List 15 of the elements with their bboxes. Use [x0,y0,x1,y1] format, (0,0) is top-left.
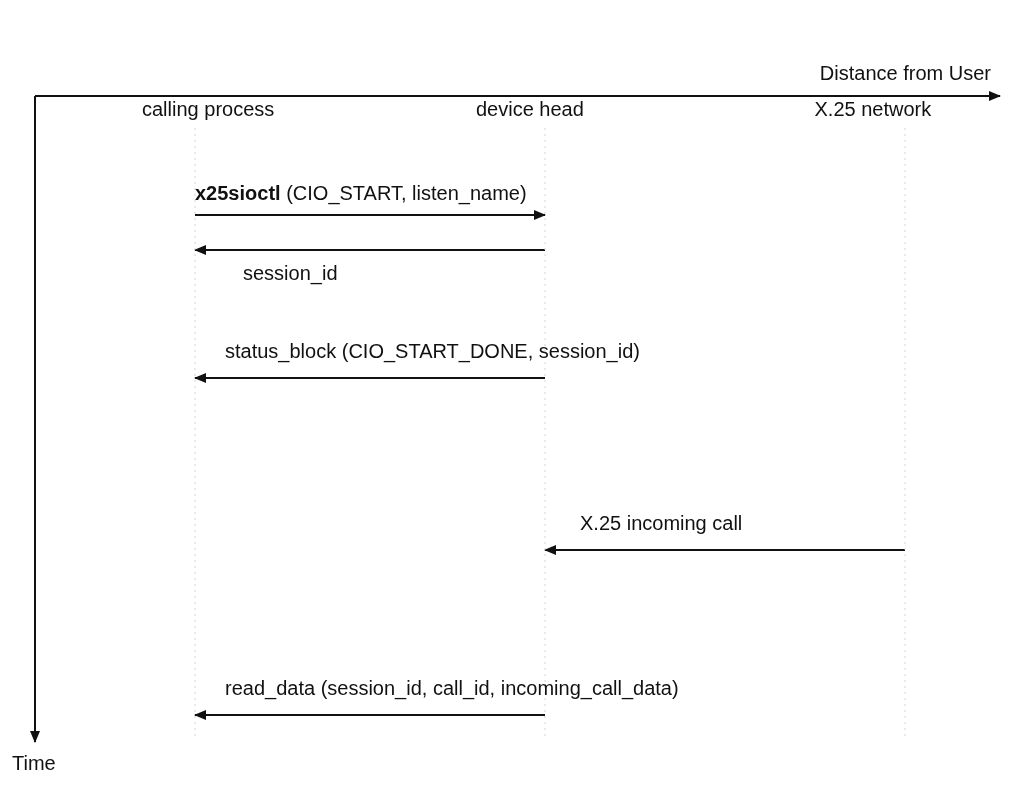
message-label: read_data (session_id, call_id, incoming_call_data) [225,677,679,700]
message-label: X.25 incoming call [580,512,743,535]
message-arrow [544,545,906,555]
axis-title: Distance from User [819,62,991,85]
message-arrow [194,710,546,720]
message-label: session_id [243,262,338,285]
message-arrow [194,210,546,220]
participant-label: device head [476,98,584,121]
message-label: status_block (CIO_START_DONE, session_id) [225,340,640,363]
message-label: x25sioctl (CIO_START, listen_name) [195,182,527,205]
participant-label: X.25 network [814,98,932,121]
participant-label: calling process [142,98,275,121]
axis-title: Time [12,752,56,775]
message-arrow [194,245,546,255]
message-arrow [194,373,546,383]
